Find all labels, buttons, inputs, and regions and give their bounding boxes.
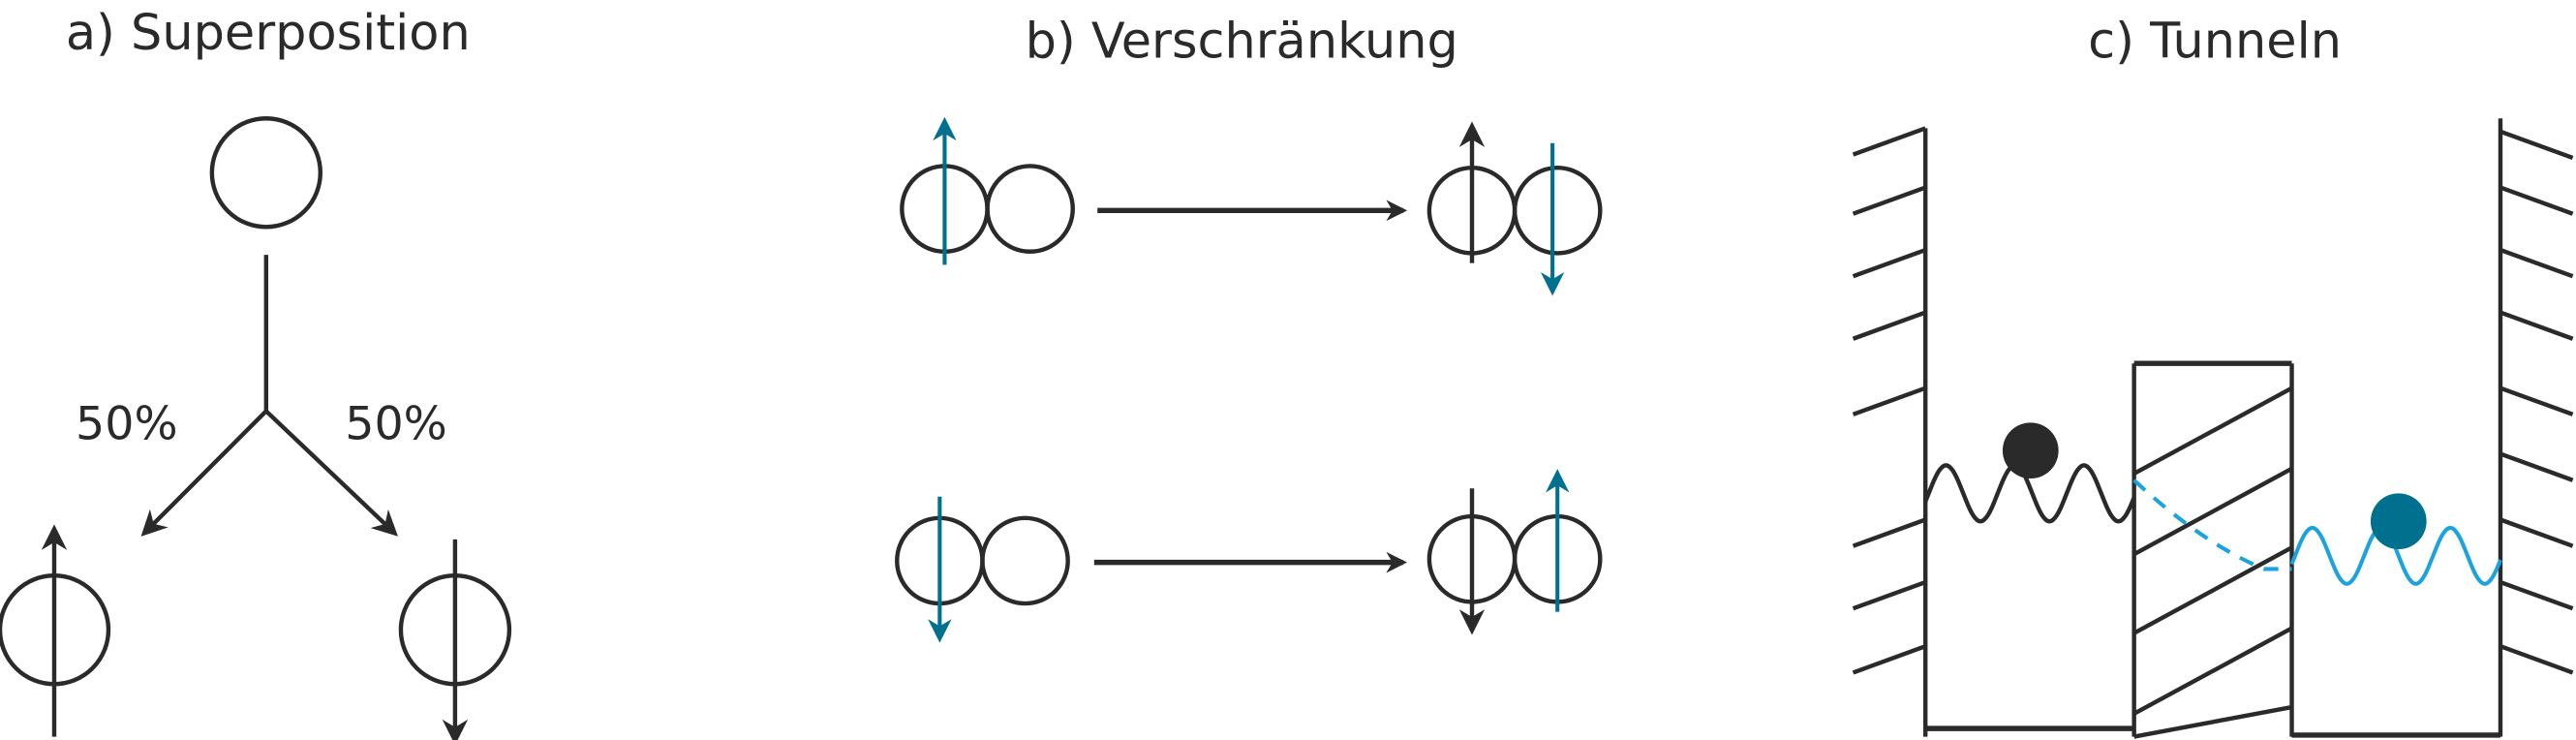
incident-wave bbox=[1923, 463, 2136, 524]
right-wall-hatching bbox=[2499, 129, 2574, 675]
hatch-line bbox=[1852, 310, 1926, 341]
hatch-line bbox=[2499, 247, 2574, 279]
hatch-line bbox=[1852, 579, 1926, 611]
initial-particle bbox=[209, 116, 323, 230]
hatch-line bbox=[1852, 247, 1926, 279]
hatch-line bbox=[1852, 126, 1926, 157]
hatch-line bbox=[2499, 385, 2574, 416]
particle bbox=[980, 515, 1070, 606]
hatch-line bbox=[1852, 517, 1926, 548]
left-wall-hatching bbox=[1852, 126, 1926, 675]
panel-superposition: a) Superposition 50% 50% bbox=[0, 5, 512, 740]
hatch-line bbox=[2499, 579, 2574, 611]
hatch-line bbox=[2499, 129, 2574, 161]
potential-barrier bbox=[2131, 360, 2294, 739]
tunneling-decay-path bbox=[2132, 478, 2292, 571]
branch-right-arrow bbox=[264, 409, 398, 537]
left-probability: 50% bbox=[76, 397, 178, 450]
hatch-line bbox=[1852, 185, 1926, 216]
hatch-line bbox=[1852, 644, 1926, 675]
panel-c-title: c) Tunneln bbox=[2088, 13, 2342, 70]
particle-before-tunneling bbox=[2002, 422, 2059, 479]
panel-a-title: a) Superposition bbox=[66, 5, 471, 62]
transmitted-wave bbox=[2289, 525, 2502, 586]
particle bbox=[985, 164, 1075, 254]
panel-tunneling: c) Tunneln bbox=[1852, 13, 2574, 739]
panel-entanglement: b) Verschränkung bbox=[895, 13, 1603, 643]
hatch-line bbox=[2132, 545, 2293, 635]
hatch-line bbox=[2132, 466, 2293, 557]
particle bbox=[1512, 165, 1603, 256]
hatch-line bbox=[2132, 626, 2293, 716]
hatch-line bbox=[2499, 185, 2574, 216]
right-probability: 50% bbox=[345, 397, 447, 450]
hatch-line bbox=[2133, 704, 2292, 739]
hatch-line bbox=[1852, 385, 1926, 416]
hatch-line bbox=[2499, 644, 2574, 675]
particle-after-tunneling bbox=[2370, 493, 2427, 550]
panel-b-title: b) Verschränkung bbox=[1026, 13, 1458, 70]
hatch-line bbox=[2499, 310, 2574, 341]
hatch-line bbox=[2499, 451, 2574, 482]
hatch-line bbox=[2132, 385, 2293, 476]
branch-left-arrow bbox=[140, 409, 268, 537]
hatch-line bbox=[2499, 517, 2574, 548]
